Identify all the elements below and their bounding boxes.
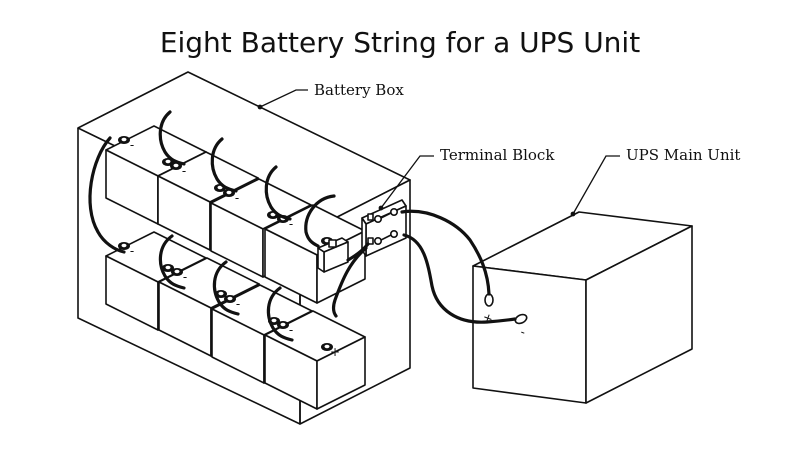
- battery-box-label: Battery Box: [314, 81, 404, 99]
- ups-negative-label: -: [519, 325, 528, 340]
- negative-sign-label: -: [182, 164, 186, 178]
- negative-sign-label: -: [130, 244, 134, 258]
- negative-sign-label: -: [183, 270, 187, 284]
- battery-terminal-negative: -: [118, 136, 134, 152]
- terminal-block-label: Terminal Block: [440, 146, 555, 164]
- positive-sign-label: +: [330, 345, 340, 359]
- negative-sign-label: -: [130, 138, 134, 152]
- diagram-title: Eight Battery String for a UPS Unit: [160, 26, 640, 59]
- battery-terminal-negative: -: [171, 268, 187, 284]
- leader-lines: [257, 89, 620, 217]
- battery-group: -+-+-+-+-+-+-+-+: [105, 125, 366, 410]
- negative-sign-label: -: [236, 297, 240, 311]
- negative-sign-label: -: [289, 323, 293, 337]
- negative-sign-label: -: [289, 217, 293, 231]
- cables: [88, 110, 517, 342]
- battery-terminal-positive: +: [321, 343, 340, 359]
- battery-terminal-negative: -: [224, 295, 240, 311]
- battery-8: -+: [264, 310, 366, 410]
- negative-sign-label: -: [235, 191, 239, 205]
- battery-terminal-negative: -: [277, 321, 293, 337]
- battery-terminal-negative: -: [118, 242, 134, 258]
- ups-main-unit: [472, 211, 693, 404]
- ups-main-unit-label: UPS Main Unit: [626, 146, 740, 164]
- connector-box: [317, 237, 349, 273]
